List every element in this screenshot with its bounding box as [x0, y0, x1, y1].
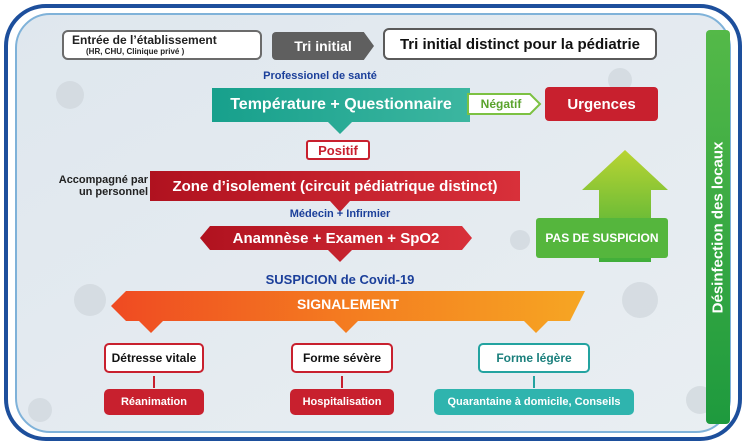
- zone-isolement-label: Zone d’isolement (circuit pédiatrique di…: [172, 177, 498, 195]
- urgences-label: Urgences: [567, 95, 636, 113]
- urgences-box: Urgences: [545, 87, 658, 121]
- positif-label: Positif: [318, 142, 358, 158]
- suspicion-label: SUSPICION de Covid-19: [265, 272, 415, 287]
- branch-severe-box: Forme sévère: [291, 343, 393, 373]
- branch-legere-label: Forme légère: [496, 351, 572, 365]
- branch-legere-box: Forme légère: [478, 343, 590, 373]
- accompagne-note: Accompagné par un personnel: [42, 174, 148, 198]
- side-label-wrap: Désinfection des locaux: [706, 30, 730, 424]
- entry-title: Entrée de l’établissement: [72, 33, 217, 47]
- outcome-quarantaine-box: Quarantaine à domicile, Conseils: [434, 389, 634, 415]
- outcome-reanimation-label: Réanimation: [120, 396, 187, 408]
- outer-frame: [4, 4, 742, 441]
- tri-pediatrie-box: Tri initial distinct pour la pédiatrie: [383, 28, 657, 60]
- zone-isolement-box: Zone d’isolement (circuit pédiatrique di…: [150, 171, 520, 201]
- entry-subtitle: (HR, CHU, Clinique privé ): [86, 47, 185, 56]
- temperature-banner-shape: [212, 88, 470, 134]
- anamnese-label: Anamnèse + Examen + SpO2: [232, 229, 440, 247]
- side-label: Désinfection des locaux: [709, 141, 727, 313]
- branch-detresse-box: Détresse vitale: [104, 343, 204, 373]
- professionnel-label: Professionel de santé: [263, 70, 377, 82]
- branch-detresse-label: Détresse vitale: [111, 351, 197, 365]
- outcome-hospitalisation-label: Hospitalisation: [302, 396, 382, 408]
- anamnese-box: Anamnèse + Examen + SpO2: [210, 226, 462, 250]
- accompagne-line-1: Accompagné par: [58, 174, 148, 186]
- pas-suspicion-box: PAS DE SUSPICION: [536, 218, 668, 258]
- medecin-label: Médecin + Infirmier: [289, 208, 391, 220]
- pas-suspicion-label: PAS DE SUSPICION: [545, 231, 659, 245]
- signalement-banner-shape: [111, 291, 585, 333]
- entry-box: Entrée de l’établissement (HR, CHU, Clin…: [62, 30, 262, 60]
- zone-banner-shape: [150, 171, 520, 212]
- signalement-label: SIGNALEMENT: [297, 296, 399, 312]
- outcome-reanimation-box: Réanimation: [104, 389, 204, 415]
- signalement-box: SIGNALEMENT: [126, 291, 570, 317]
- tri-initial-label: Tri initial: [294, 38, 352, 54]
- outcome-hospitalisation-box: Hospitalisation: [290, 389, 394, 415]
- positif-box: Positif: [306, 140, 370, 160]
- anamnese-banner-shape: [200, 226, 472, 262]
- tri-pediatrie-label: Tri initial distinct pour la pédiatrie: [399, 35, 641, 53]
- negatif-label: Négatif: [480, 97, 522, 111]
- branch-severe-label: Forme sévère: [302, 351, 382, 365]
- side-bar: [706, 30, 730, 424]
- outcome-quarantaine-label: Quarantaine à domicile, Conseils: [447, 396, 621, 408]
- urgences-shape: [545, 87, 658, 121]
- tri-initial-box: Tri initial: [272, 32, 374, 60]
- temperature-box: Température + Questionnaire: [212, 88, 470, 122]
- pas-suspicion-shape: [536, 218, 668, 258]
- temperature-label: Température + Questionnaire: [230, 96, 452, 113]
- virus-decoration: [28, 68, 714, 422]
- accompagne-line-2: un personnel: [78, 186, 148, 198]
- negatif-arrow: [467, 93, 542, 115]
